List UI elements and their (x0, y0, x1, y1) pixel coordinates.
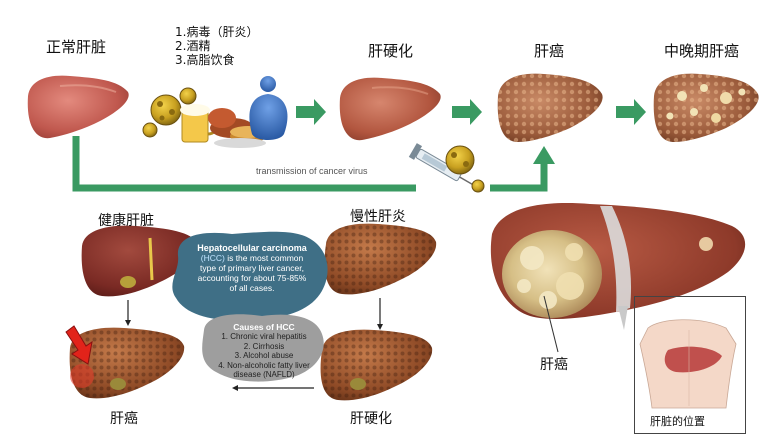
obese-body-icon (249, 76, 288, 140)
causes-info-blob (202, 314, 324, 382)
cycle-liver-healthy (81, 225, 199, 297)
label-cycle-hepatitis: 慢性肝炎 (350, 209, 406, 225)
label-cycle-cancer: 肝癌 (110, 411, 138, 427)
causes-info-title: Causes of HCC (233, 322, 295, 332)
cycle-liver-cancer (69, 327, 185, 399)
causes-item-2: 2. Cirrhosis (243, 341, 285, 351)
inset-frame (634, 296, 746, 434)
label-cycle-cirrhosis: 肝硬化 (350, 411, 392, 427)
label-virus-transmission: transmission of cancer virus (256, 166, 368, 176)
inset-torso-figure (639, 319, 737, 409)
label-inset-location: 肝脏的位置 (650, 415, 705, 428)
virus-icon (142, 87, 197, 138)
label-cirrhosis: 肝硬化 (368, 42, 414, 60)
arrow-cirrhosis-to-cancer (452, 99, 482, 125)
cause-illustrations (142, 76, 288, 148)
hcc-line-2: type of primary liver cancer, (200, 263, 304, 273)
liver-cirrhosis (339, 77, 441, 141)
hcc-info-body: (HCC) is the most common type of primary… (182, 253, 322, 293)
hcc-line-1: is the most common (224, 253, 304, 263)
detail-liver-with-tumor (490, 203, 746, 353)
liver-advanced-cancer (653, 73, 759, 142)
causes-item-1: 1. Chronic viral hepatitis (221, 332, 307, 341)
virus-icon-path (445, 145, 485, 193)
label-cycle-healthy: 健康肝脏 (98, 213, 154, 229)
fatty-food-icon (208, 108, 266, 148)
cause-item-virus: 1.病毒（肝炎） (175, 25, 259, 39)
hcc-info-title: Hepatocellular carcinoma (197, 243, 307, 253)
label-causes-list: 1.病毒（肝炎） 2.酒精 3.高脂饮食 (175, 25, 258, 67)
label-normal-liver: 正常肝脏 (46, 38, 107, 56)
cycle-liver-hepatitis (324, 223, 437, 295)
causes-item-3: 3. Alcohol abuse (234, 351, 294, 360)
virus-path-right (490, 162, 548, 192)
cause-item-fatty-diet: 3.高脂饮食 (175, 53, 235, 67)
liver-cancer (497, 73, 603, 142)
arrow-causes-to-cirrhosis (296, 99, 326, 125)
hcc-abbr: (HCC) (200, 253, 225, 263)
cycle-liver-cirrhosis (320, 329, 433, 401)
causes-item-5: disease (NAFLD) (233, 370, 295, 379)
hcc-info-text: Hepatocellular carcinoma (HCC) is the mo… (182, 243, 322, 293)
virus-path-left (72, 136, 416, 192)
liver-normal (27, 75, 129, 139)
label-detail-tumor: 肝癌 (540, 357, 568, 373)
virus-path-arrowhead (533, 146, 555, 164)
causes-item-4: 4. Non-alcoholic fatty liver (218, 360, 310, 370)
arrow-cancer-to-advanced (616, 99, 646, 125)
hcc-line-3: accounting for about 75-85% (197, 273, 307, 283)
causes-info-text: Causes of HCC 1. Chronic viral hepatitis… (206, 322, 322, 380)
green-arrows (72, 99, 646, 192)
label-advanced-cancer: 中晚期肝癌 (664, 42, 740, 60)
label-liver-cancer: 肝癌 (534, 42, 565, 60)
hcc-line-4: of all cases. (229, 283, 275, 293)
red-arrow-icon (65, 325, 93, 365)
cause-item-alcohol: 2.酒精 (175, 39, 211, 53)
hcc-info-blob (172, 231, 328, 321)
